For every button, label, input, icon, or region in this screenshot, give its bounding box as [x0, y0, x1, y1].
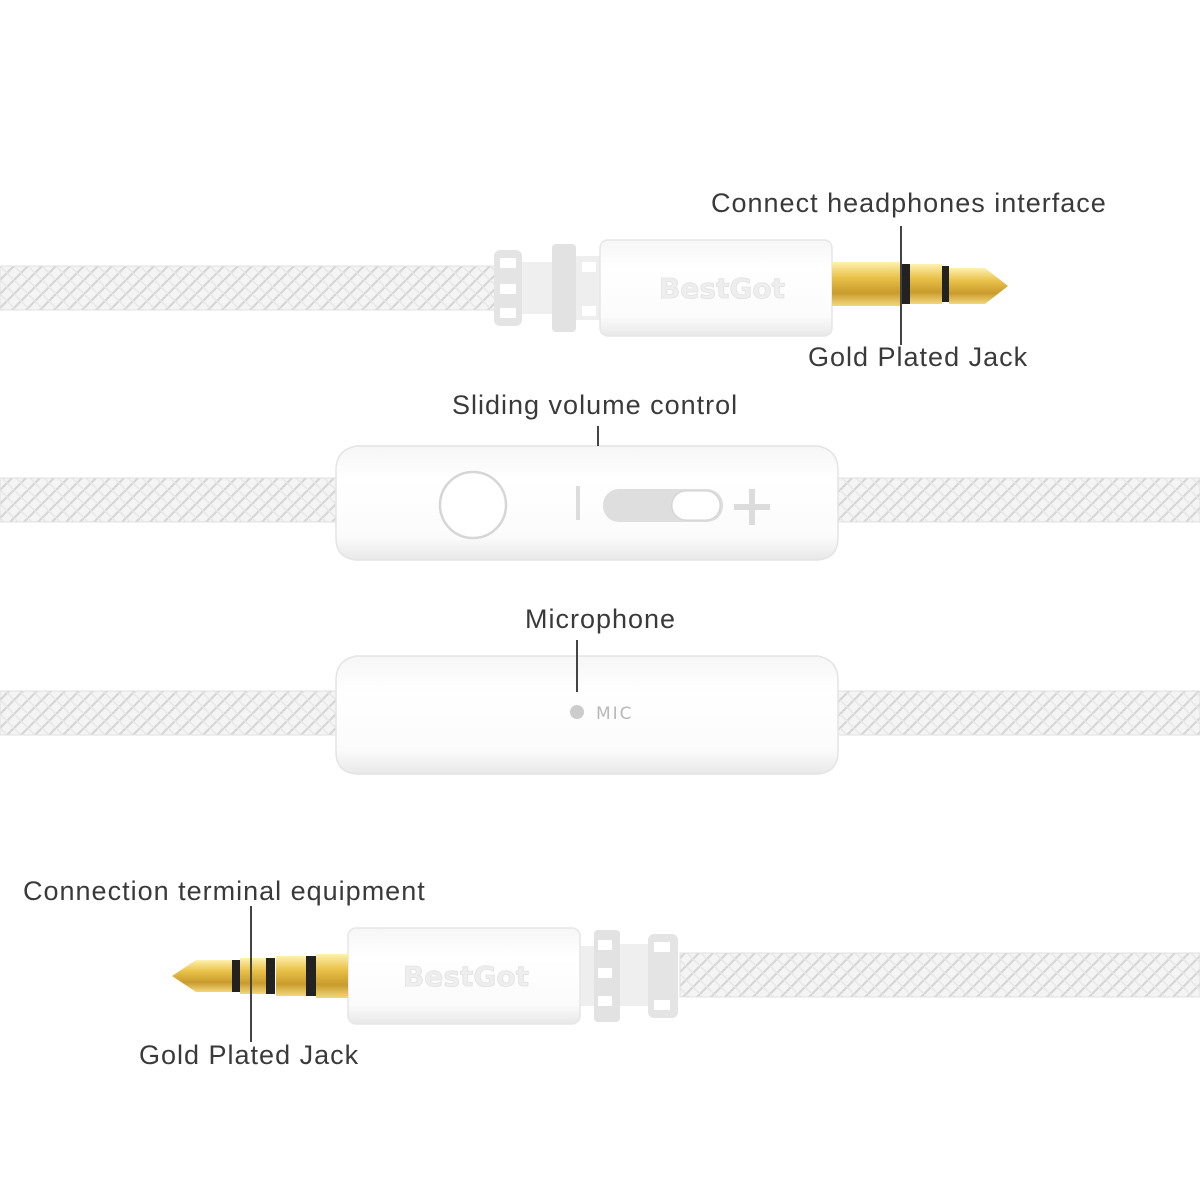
- label-sliding-volume-control: Sliding volume control: [452, 390, 739, 420]
- volume-cable-left: [0, 477, 341, 523]
- label-bottom-gold-plated-jack: Gold Plated Jack: [139, 1040, 360, 1070]
- bottom-jack-ring: [232, 960, 240, 992]
- bottom-jack-ring: [266, 958, 275, 994]
- top-plug-assembly: BestGot: [0, 239, 1008, 337]
- top-cable: [0, 265, 501, 311]
- bottom-plug-assembly: BestGot: [172, 927, 1200, 1025]
- top-jack-ring: [902, 264, 910, 304]
- top-brand-logo: BestGot: [659, 272, 785, 305]
- mic-hole: [570, 705, 584, 719]
- label-microphone: Microphone: [525, 604, 677, 634]
- bottom-strain-relief: [576, 930, 678, 1022]
- bottom-cable: [679, 952, 1200, 998]
- volume-cable-right: [833, 477, 1200, 523]
- mic-housing: [335, 655, 839, 775]
- volume-control-button: [438, 470, 508, 540]
- bottom-jack-ring: [306, 956, 316, 996]
- volume-slider-knob: [671, 490, 721, 521]
- microphone-assembly: MIC: [0, 655, 1200, 775]
- top-gold-jack: [832, 262, 1008, 306]
- volume-control-assembly: [0, 445, 1200, 561]
- mic-cable-right: [833, 690, 1200, 736]
- bottom-gold-jack: [172, 954, 348, 998]
- mic-cable-left: [0, 690, 341, 736]
- label-connect-headphones-interface: Connect headphones interface: [711, 188, 1107, 218]
- mic-marking: MIC: [596, 704, 634, 724]
- volume-housing: [335, 445, 839, 561]
- top-jack-ring: [942, 266, 949, 302]
- volume-plus-mark-vertical: [749, 489, 755, 525]
- label-connection-terminal-equipment: Connection terminal equipment: [23, 876, 426, 906]
- volume-minus-mark: [576, 486, 580, 520]
- bottom-brand-logo: BestGot: [403, 960, 529, 993]
- label-top-gold-plated-jack: Gold Plated Jack: [808, 342, 1029, 372]
- top-strain-relief: [494, 244, 604, 332]
